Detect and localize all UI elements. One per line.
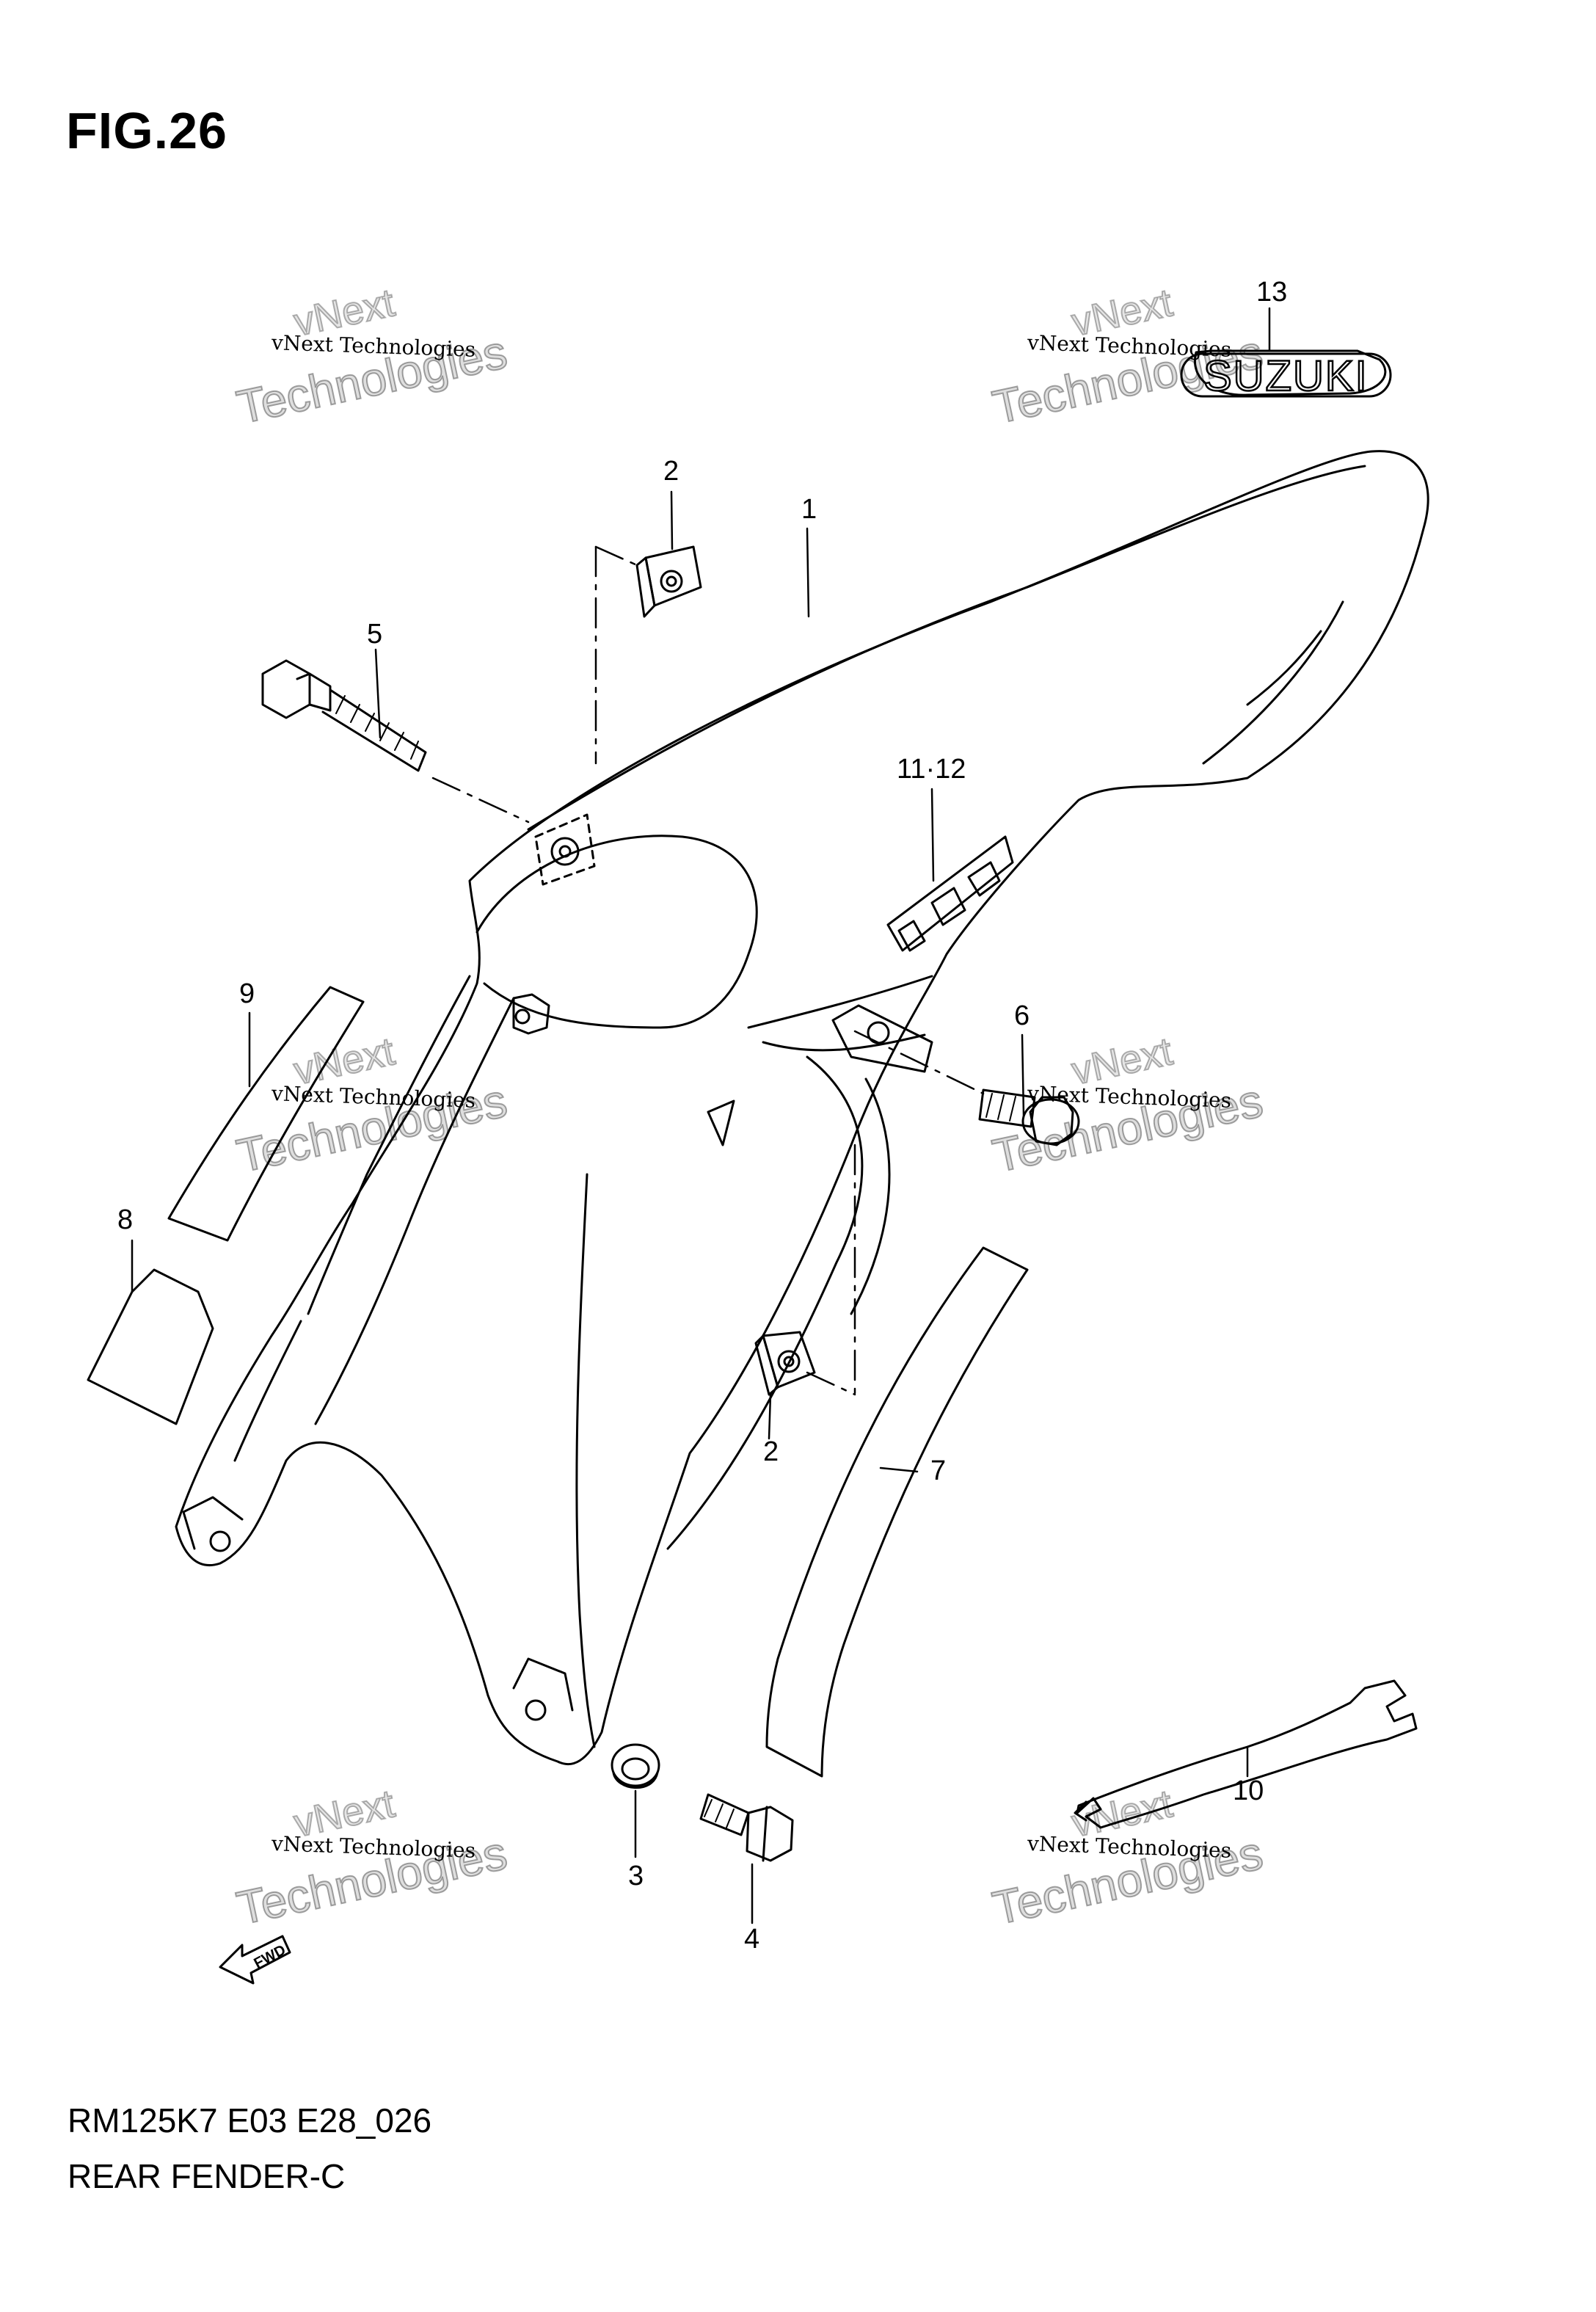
rear-fender-body [175, 450, 1429, 1766]
callout-7: 7 [930, 1455, 946, 1486]
callout-1: 1 [801, 494, 817, 525]
figure-title: FIG.26 [66, 102, 227, 159]
fwd-arrow-icon [219, 1935, 291, 1985]
part-name: REAR FENDER-C [68, 2157, 346, 2195]
callout-11-12: 11·12 [897, 754, 966, 785]
callout-4: 4 [744, 1924, 759, 1955]
suzuki-logo-text: SUZUKI [1203, 352, 1369, 400]
bolt-lower-4 [699, 1793, 794, 1862]
suzuki-emblem [1180, 349, 1392, 398]
assembly-lines [431, 545, 985, 1396]
bolt-long [261, 659, 427, 772]
bolt-small-6 [978, 1088, 1080, 1146]
callout-13: 13 [1256, 277, 1287, 308]
callout-6: 6 [1014, 1000, 1030, 1031]
model-code: RM125K7 E03 E28_026 [68, 2101, 432, 2140]
side-strip-7 [765, 1246, 1029, 1778]
callout-3: 3 [628, 1861, 644, 1891]
callout-9: 9 [239, 978, 255, 1009]
strip-9 [167, 986, 365, 1242]
speed-nut-lower [754, 1331, 816, 1396]
speed-nut-top [635, 545, 702, 618]
callout-8: 8 [117, 1204, 133, 1235]
callout-10: 10 [1233, 1775, 1264, 1806]
spanner-10 [1074, 1679, 1418, 1829]
leader-lines [131, 307, 1271, 1924]
decal-8 [87, 1268, 214, 1425]
callout-2-top: 2 [663, 456, 679, 487]
callout-5: 5 [367, 619, 382, 650]
rm-decal [886, 835, 1014, 952]
collar-3 [611, 1743, 660, 1789]
callout-2-lower: 2 [763, 1436, 779, 1467]
